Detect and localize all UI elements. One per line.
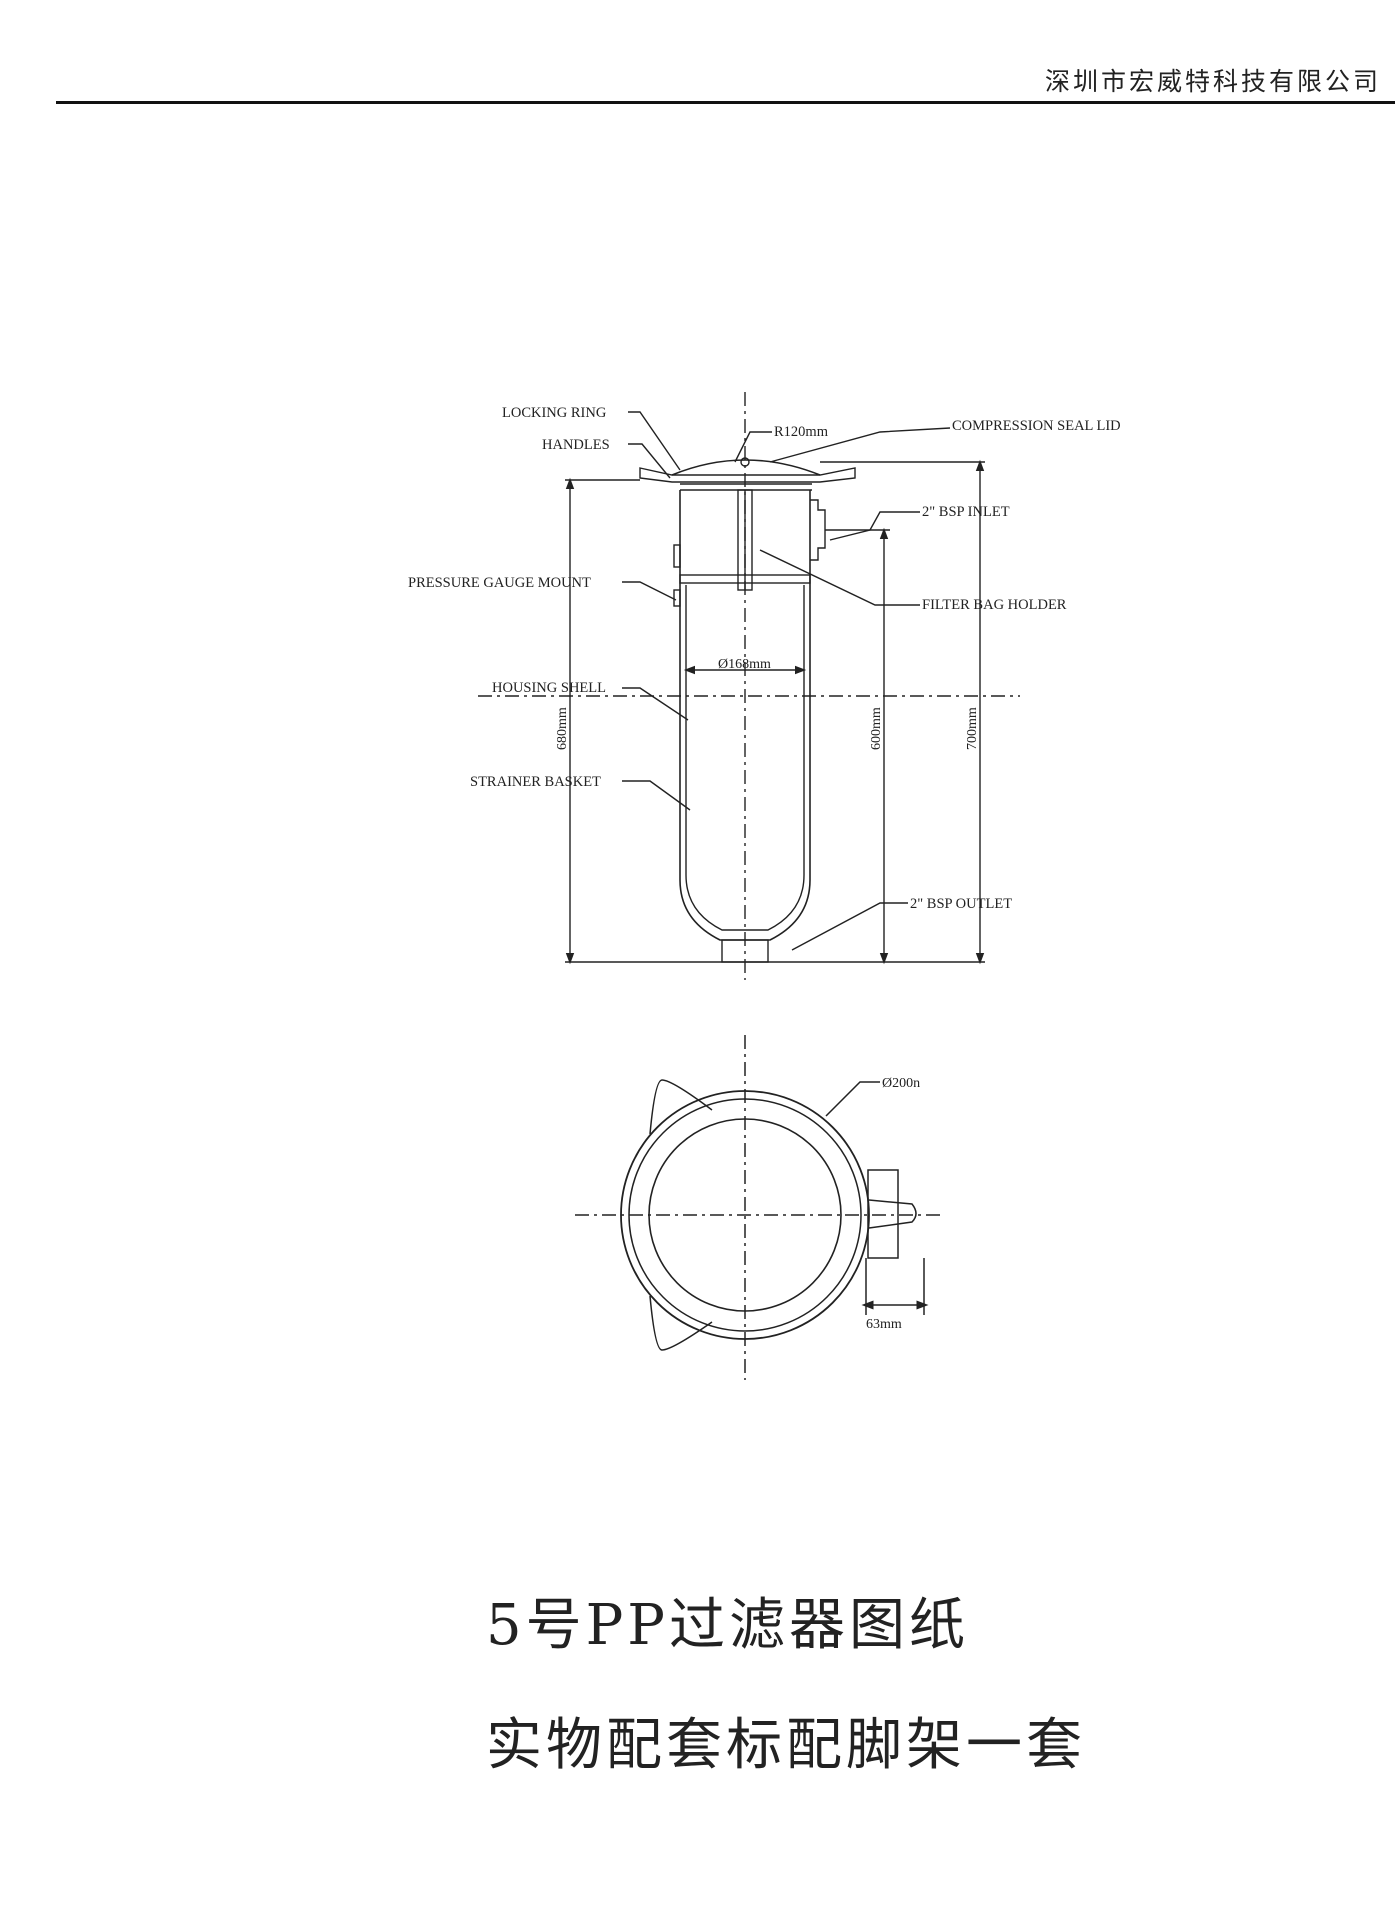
label-filter-bag-holder: FILTER BAG HOLDER bbox=[922, 597, 1067, 613]
compression-seal-lid bbox=[671, 459, 821, 476]
label-outlet: 2" BSP OUTLET bbox=[910, 896, 1012, 912]
caption-subtitle: 实物配套标配脚架一套 bbox=[486, 1713, 1086, 1778]
handle-right bbox=[868, 1199, 917, 1229]
dim-total-height: 680mm bbox=[555, 707, 570, 750]
dim-body-height: 600mm bbox=[869, 707, 884, 750]
dim-outer-diameter: Ø200n bbox=[882, 1076, 920, 1091]
header-rule bbox=[56, 101, 1395, 104]
handle-top-left bbox=[649, 1079, 713, 1135]
handle-bottom-left bbox=[649, 1295, 713, 1351]
inner-ring bbox=[648, 1118, 842, 1312]
label-radius: R120mm bbox=[774, 424, 829, 440]
locking-ring bbox=[639, 467, 856, 483]
dim-inlet-offset: 63mm bbox=[866, 1317, 902, 1332]
label-locking-ring: LOCKING RING bbox=[502, 405, 607, 421]
dim-overall-height: 700mm bbox=[965, 707, 980, 750]
caption-title: 5号PP过滤器图纸 bbox=[486, 1593, 969, 1658]
label-strainer-basket: STRAINER BASKET bbox=[470, 774, 601, 790]
pressure-gauge-mount bbox=[673, 544, 681, 568]
dim-inner-diameter: Ø168mm bbox=[718, 657, 771, 672]
inlet-top-view bbox=[867, 1169, 899, 1259]
strainer-basket bbox=[685, 585, 805, 931]
label-housing-shell: HOUSING SHELL bbox=[492, 680, 606, 696]
label-handles: HANDLES bbox=[542, 437, 610, 453]
company-name: 深圳市宏威特科技有限公司 bbox=[1044, 67, 1381, 96]
inlet-pipe bbox=[810, 499, 826, 561]
label-inlet: 2" BSP INLET bbox=[922, 504, 1010, 520]
label-pressure-gauge-mount: PRESSURE GAUGE MOUNT bbox=[408, 575, 591, 591]
label-compression-seal-lid: COMPRESSION SEAL LID bbox=[952, 418, 1121, 434]
outer-ring bbox=[620, 1090, 870, 1340]
